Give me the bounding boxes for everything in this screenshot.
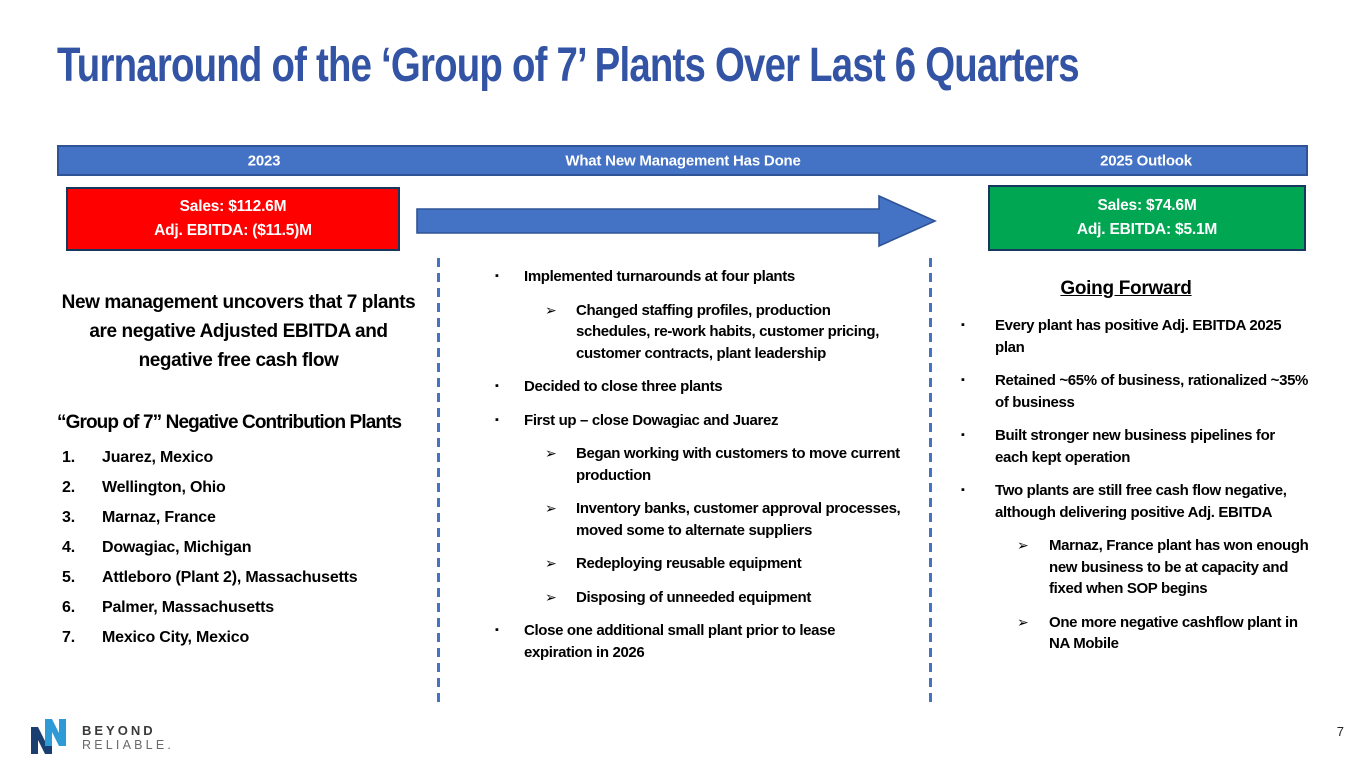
bullet-text: Decided to close three plants <box>524 378 723 395</box>
bullet-item: ▪ Implemented turnarounds at four plants <box>455 266 907 288</box>
ebitda-after: Adj. EBITDA: $5.1M <box>1076 221 1218 238</box>
nn-logo-icon <box>28 712 74 763</box>
column-2023: New management uncovers that 7 plants ar… <box>57 288 420 659</box>
bullet-item: ▪ Close one additional small plant prior … <box>455 620 907 663</box>
metrics-2023-box: Sales: $112.6M Adj. EBITDA: ($11.5)M <box>66 187 400 251</box>
metrics-2025-box: Sales: $74.6M Adj. EBITDA: $5.1M <box>988 185 1306 251</box>
bullet-item: ➢ Inventory banks, customer approval proc… <box>455 498 907 541</box>
bullet-text: Retained ~65% of business, rationalized … <box>995 372 1309 411</box>
page-number: 7 <box>1336 724 1344 739</box>
square-bullet-icon: ▪ <box>961 319 965 331</box>
square-bullet-icon: ▪ <box>961 484 965 496</box>
logo-text: BEYOND RELIABLE. <box>82 723 174 752</box>
bullet-text: Marnaz, France plant has won enough new … <box>1049 537 1309 597</box>
bullet-text: Every plant has positive Adj. EBITDA 202… <box>995 317 1282 356</box>
plant-list-item: Mexico City, Mexico <box>62 629 250 647</box>
logo-reliable: RELIABLE. <box>82 738 175 752</box>
bullet-text: One more negative cashflow plant in NA M… <box>1049 613 1298 653</box>
bullet-text: Implemented turnarounds at four plants <box>524 268 795 285</box>
header-col-2023: 2023 <box>247 152 281 169</box>
plant-list-item: Wellington, Ohio <box>62 479 226 497</box>
bullet-text: Close one additional small plant prior t… <box>524 622 836 661</box>
right-arrow-icon <box>416 193 937 249</box>
header-col-outlook: 2025 Outlook <box>1100 152 1192 169</box>
plant-list-item: Juarez, Mexico <box>62 449 214 467</box>
bullet-text: Changed staffing profiles, production sc… <box>576 301 880 362</box>
square-bullet-icon: ▪ <box>495 624 499 636</box>
logo-beyond: BEYOND <box>82 723 156 738</box>
column-management-actions: ▪ Implemented turnarounds at four plants ➢… <box>455 266 907 675</box>
column-divider-right <box>929 258 932 706</box>
bullet-item: ▪ Decided to close three plants <box>455 376 907 398</box>
arrow-bullet-icon: ➢ <box>1017 537 1029 553</box>
square-bullet-icon: ▪ <box>495 413 499 426</box>
slide-title: Turnaround of the ‘Group of 7’ Plants Ov… <box>57 39 1080 92</box>
plant-list-item: Dowagiac, Michigan <box>62 539 252 557</box>
bullet-item: ➢ Marnaz, France plant has won enough new… <box>941 535 1311 600</box>
plant-list-item: Attleboro (Plant 2), Massachusetts <box>62 569 358 587</box>
ebitda-before: Adj. EBITDA: ($11.5)M <box>154 222 312 239</box>
bullet-item: ➢ One more negative cashflow plant in NA … <box>941 612 1311 655</box>
arrow-bullet-icon: ➢ <box>545 445 557 461</box>
arrow-bullet-icon: ➢ <box>545 588 557 605</box>
bullet-text: Began working with customers to move cur… <box>576 445 900 484</box>
arrow-bullet-icon: ➢ <box>1017 613 1029 630</box>
bullet-item: ▪ Built stronger new business pipelines f… <box>941 425 1311 468</box>
sales-before: Sales: $112.6M <box>179 197 287 215</box>
column-2025-outlook: Going Forward ▪ Every plant has positive … <box>941 278 1311 667</box>
bullet-item: ▪ Retained ~65% of business, rationalized… <box>941 370 1311 413</box>
square-bullet-icon: ▪ <box>495 380 499 392</box>
bullet-text: Disposing of unneeded equipment <box>576 588 811 606</box>
square-bullet-icon: ▪ <box>961 374 965 386</box>
column-divider-left <box>437 258 440 706</box>
plant-list-item: Marnaz, France <box>62 509 216 527</box>
group-of-7-heading: “Group of 7” Negative Contribution Plant… <box>57 412 402 433</box>
bullet-text: Built stronger new business pipelines fo… <box>995 427 1275 466</box>
plant-list-item: Palmer, Massachusetts <box>62 599 274 617</box>
bullet-item: ▪ Every plant has positive Adj. EBITDA 20… <box>941 315 1311 358</box>
arrow-bullet-icon: ➢ <box>545 555 557 571</box>
square-bullet-icon: ▪ <box>495 270 499 282</box>
company-logo: BEYOND RELIABLE. <box>28 712 174 763</box>
bullet-item: ▪ First up – close Dowagiac and Juarez <box>455 410 907 432</box>
bullet-item: ▪ Two plants are still free cash flow neg… <box>941 480 1311 523</box>
going-forward-heading: Going Forward <box>1060 278 1192 299</box>
outlook-bullets: ▪ Every plant has positive Adj. EBITDA 20… <box>941 315 1311 655</box>
arrow-bullet-icon: ➢ <box>545 500 557 516</box>
bullet-text: Inventory banks, customer approval proce… <box>576 500 901 539</box>
bullet-text: Two plants are still free cash flow nega… <box>995 482 1287 521</box>
arrow-bullet-icon: ➢ <box>545 301 557 318</box>
bullet-text: Redeploying reusable equipment <box>576 555 802 572</box>
bullet-item: ➢ Redeploying reusable equipment <box>455 553 907 575</box>
sales-after: Sales: $74.6M <box>1097 196 1197 214</box>
intro-paragraph: New management uncovers that 7 plants ar… <box>61 292 416 371</box>
header-col-management: What New Management Has Done <box>565 152 801 169</box>
header-band: 2023 What New Management Has Done 2025 O… <box>57 145 1308 176</box>
bullet-item: ➢ Changed staffing profiles, production s… <box>455 300 907 365</box>
bullet-text: First up – close Dowagiac and Juarez <box>524 411 779 429</box>
bullet-item: ➢ Began working with customers to move cu… <box>455 443 907 486</box>
square-bullet-icon: ▪ <box>961 429 965 441</box>
bullet-item: ➢ Disposing of unneeded equipment <box>455 587 907 609</box>
